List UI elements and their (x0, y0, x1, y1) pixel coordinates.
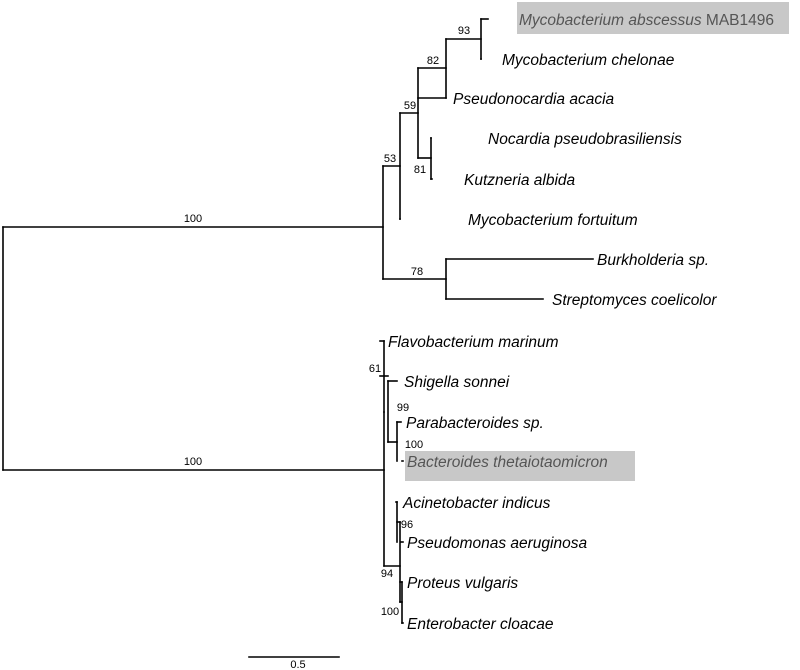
leaf-name: Mycobacterium chelonae (502, 52, 675, 69)
leaf-label-mabs: Mycobacterium abscessus MAB1496 (519, 12, 774, 29)
leaf-name: Burkholderia sp. (597, 252, 709, 269)
leaf-name: Streptomyces coelicolor (552, 292, 717, 309)
support-value-clade-94: 94 (381, 568, 393, 580)
support-values: 93 82 81 59 53 78 100 100 61 99 100 96 94 100 (184, 25, 470, 618)
leaf-label-sson: Shigella sonnei (404, 374, 510, 391)
leaf-name: Flavobacterium marinum (388, 334, 559, 351)
support-value-clade-59: 59 (404, 100, 416, 112)
support-value-mabs-paca: 82 (427, 55, 439, 67)
leaf-label-mfor: Mycobacterium fortuitum (468, 212, 638, 229)
leaf-label-npse: Nocardia pseudobrasiliensis (488, 131, 682, 148)
highlight-box-mabs (517, 2, 789, 34)
leaf-label-paer: Pseudomonas aeruginosa (407, 535, 587, 552)
leaf-name: Enterobacter cloacae (407, 616, 554, 633)
support-value-npse-kalb: 81 (414, 164, 426, 176)
leaf-name: Mycobacterium abscessus (519, 12, 702, 29)
support-value-para-bthe: 100 (405, 439, 423, 451)
leaf-name: Kutzneria albida (464, 172, 576, 189)
leaf-name: Shigella sonnei (404, 374, 510, 391)
support-value-upper-root: 100 (184, 213, 202, 225)
support-value-aind-paer: 96 (401, 519, 413, 531)
leaf-label-eclo: Enterobacter cloacae (407, 616, 554, 633)
leaf-label-aind: Acinetobacter indicus (402, 495, 551, 512)
scale-bar: 0.5 (248, 656, 340, 670)
support-value-mabs-mche: 93 (458, 25, 470, 37)
support-value-clade-99: 99 (397, 402, 409, 414)
leaf-label-burk: Burkholderia sp. (597, 252, 709, 269)
leaf-labels: Mycobacterium abscessus MAB1496Mycobacte… (388, 2, 789, 633)
leaf-name: Acinetobacter indicus (402, 495, 551, 512)
support-value-pvul-eclo: 100 (381, 606, 399, 618)
leaf-label-bthe: Bacteroides thetaiotaomicron (407, 454, 608, 471)
support-value-lower-root: 100 (184, 456, 202, 468)
leaf-label-fmar: Flavobacterium marinum (388, 334, 559, 351)
leaf-label-scoe: Streptomyces coelicolor (552, 292, 717, 309)
leaf-name: Nocardia pseudobrasiliensis (488, 131, 682, 148)
tree-branches (2, 18, 594, 624)
leaf-name: Pseudonocardia acacia (453, 91, 615, 108)
leaf-name: Mycobacterium fortuitum (468, 212, 638, 229)
leaf-suffix: MAB1496 (702, 12, 774, 29)
highlight-box-bthe (405, 451, 635, 481)
leaf-label-pvul: Proteus vulgaris (407, 575, 518, 592)
support-value-clade-53: 53 (384, 153, 396, 165)
leaf-label-para: Parabacteroides sp. (406, 415, 544, 432)
leaf-name: Proteus vulgaris (407, 575, 518, 592)
scale-bar-label: 0.5 (290, 659, 305, 670)
leaf-label-mche: Mycobacterium chelonae (502, 52, 675, 69)
leaf-label-kalb: Kutzneria albida (464, 172, 576, 189)
support-value-burk-scoe: 78 (411, 266, 423, 278)
leaf-name: Pseudomonas aeruginosa (407, 535, 587, 552)
leaf-name: Bacteroides thetaiotaomicron (407, 454, 608, 471)
support-value-clade-61: 61 (369, 363, 381, 375)
leaf-label-paca: Pseudonocardia acacia (453, 91, 615, 108)
leaf-name: Parabacteroides sp. (406, 415, 544, 432)
